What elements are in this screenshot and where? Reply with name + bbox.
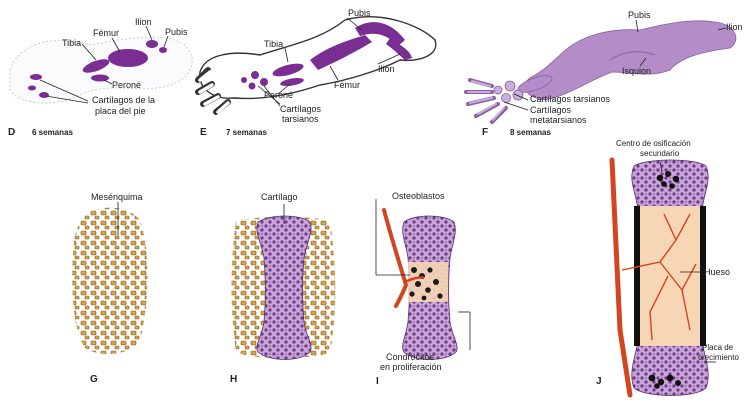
label-cartilago-h: Cartílago: [261, 192, 298, 202]
foot-cart-d1: [30, 74, 42, 80]
label-ilion-f: Ilion: [726, 22, 743, 32]
label-tibia-e: Tibia: [264, 39, 283, 49]
foot-cart-d3: [28, 86, 36, 91]
panel-letter-g: G: [90, 374, 98, 385]
panel-letter-d: D: [8, 127, 15, 138]
panel-letter-e: E: [200, 127, 207, 138]
weeks-f: 8 semanas: [510, 128, 551, 137]
label-osteoblastos-i: Osteoblastos: [392, 191, 445, 201]
label-metatarsianos-f-2: metatarsianos: [530, 115, 587, 125]
label-femur-e: Fémur: [334, 80, 360, 90]
label-perone-e: Peroné: [264, 90, 293, 100]
cortex-left-j: [634, 206, 640, 346]
nutrient-artery-j: [612, 160, 630, 395]
pubis-d: [159, 47, 167, 53]
label-pubis-d: Pubis: [165, 27, 188, 37]
label-condrocitos-i: Condrocitos: [386, 352, 435, 362]
blood-vessel-i: [384, 210, 406, 306]
label-condrocitos-i-2: en proliferación: [380, 362, 442, 372]
label-femur-d: Fémur: [93, 28, 119, 38]
panel-g: Mesénquima G: [72, 192, 147, 385]
tarsals-f: [494, 81, 523, 103]
label-metatarsianos-f: Cartílagos: [530, 105, 572, 115]
panel-letter-i: I: [376, 376, 379, 387]
label-cartilagos-d-2: placa del pie: [95, 106, 146, 116]
panel-e: Pubis Tibia Ilion Peroné Fémur Cartílago…: [198, 8, 436, 138]
label-perone-d: Peroné: [112, 80, 141, 90]
label-hueso-j: Hueso: [704, 267, 730, 277]
panel-j: Centro de osificación secundario Hueso P…: [596, 139, 739, 396]
label-isquion-f: Isquion: [622, 66, 651, 76]
label-mesenquima-g: Mesénquima: [91, 192, 143, 202]
label-tarsianos-e-2: tarsianos: [282, 114, 319, 124]
mesenchyme-mass-g: [72, 208, 147, 354]
label-tibia-d: Tibia: [62, 38, 81, 48]
label-placa-j: Placa de: [702, 343, 734, 352]
panel-letter-f: F: [482, 127, 488, 138]
perone-d: [91, 75, 109, 82]
foot-cart-d2: [39, 92, 49, 98]
weeks-e: 7 semanas: [226, 128, 267, 137]
femur-d: [108, 49, 148, 67]
ilion-d: [146, 40, 158, 48]
panel-f: Pubis Ilion Isquion Cartílagos tarsianos…: [466, 10, 743, 138]
hip-leg-f: [525, 21, 736, 100]
label-cartilagos-d: Cartílagos de la: [92, 95, 155, 105]
label-tarsianos-e: Cartílagos: [280, 104, 322, 114]
panel-letter-h: H: [230, 374, 237, 385]
label-tarsianos-f: Cartílagos tarsianos: [530, 94, 611, 104]
panel-h: Cartílago H: [230, 192, 335, 385]
limb-outline-d: [10, 37, 192, 103]
label-placa-j-2: crecimiento: [698, 353, 739, 362]
label-centro-j-2: secundario: [640, 149, 680, 158]
panel-d: Tibia Fémur Ilion Pubis Peroné Cartílago…: [8, 17, 192, 138]
label-ilion-d: Ilion: [135, 17, 152, 27]
panel-i: Osteoblastos Condrocitos en proliferació…: [376, 191, 470, 387]
label-centro-j: Centro de osificación: [616, 139, 691, 148]
label-ilion-e: Ilion: [378, 64, 395, 74]
panel-letter-j: J: [596, 376, 602, 387]
label-pubis-f: Pubis: [628, 10, 651, 20]
weeks-d: 6 semanas: [32, 128, 73, 137]
label-pubis-e: Pubis: [348, 8, 371, 18]
